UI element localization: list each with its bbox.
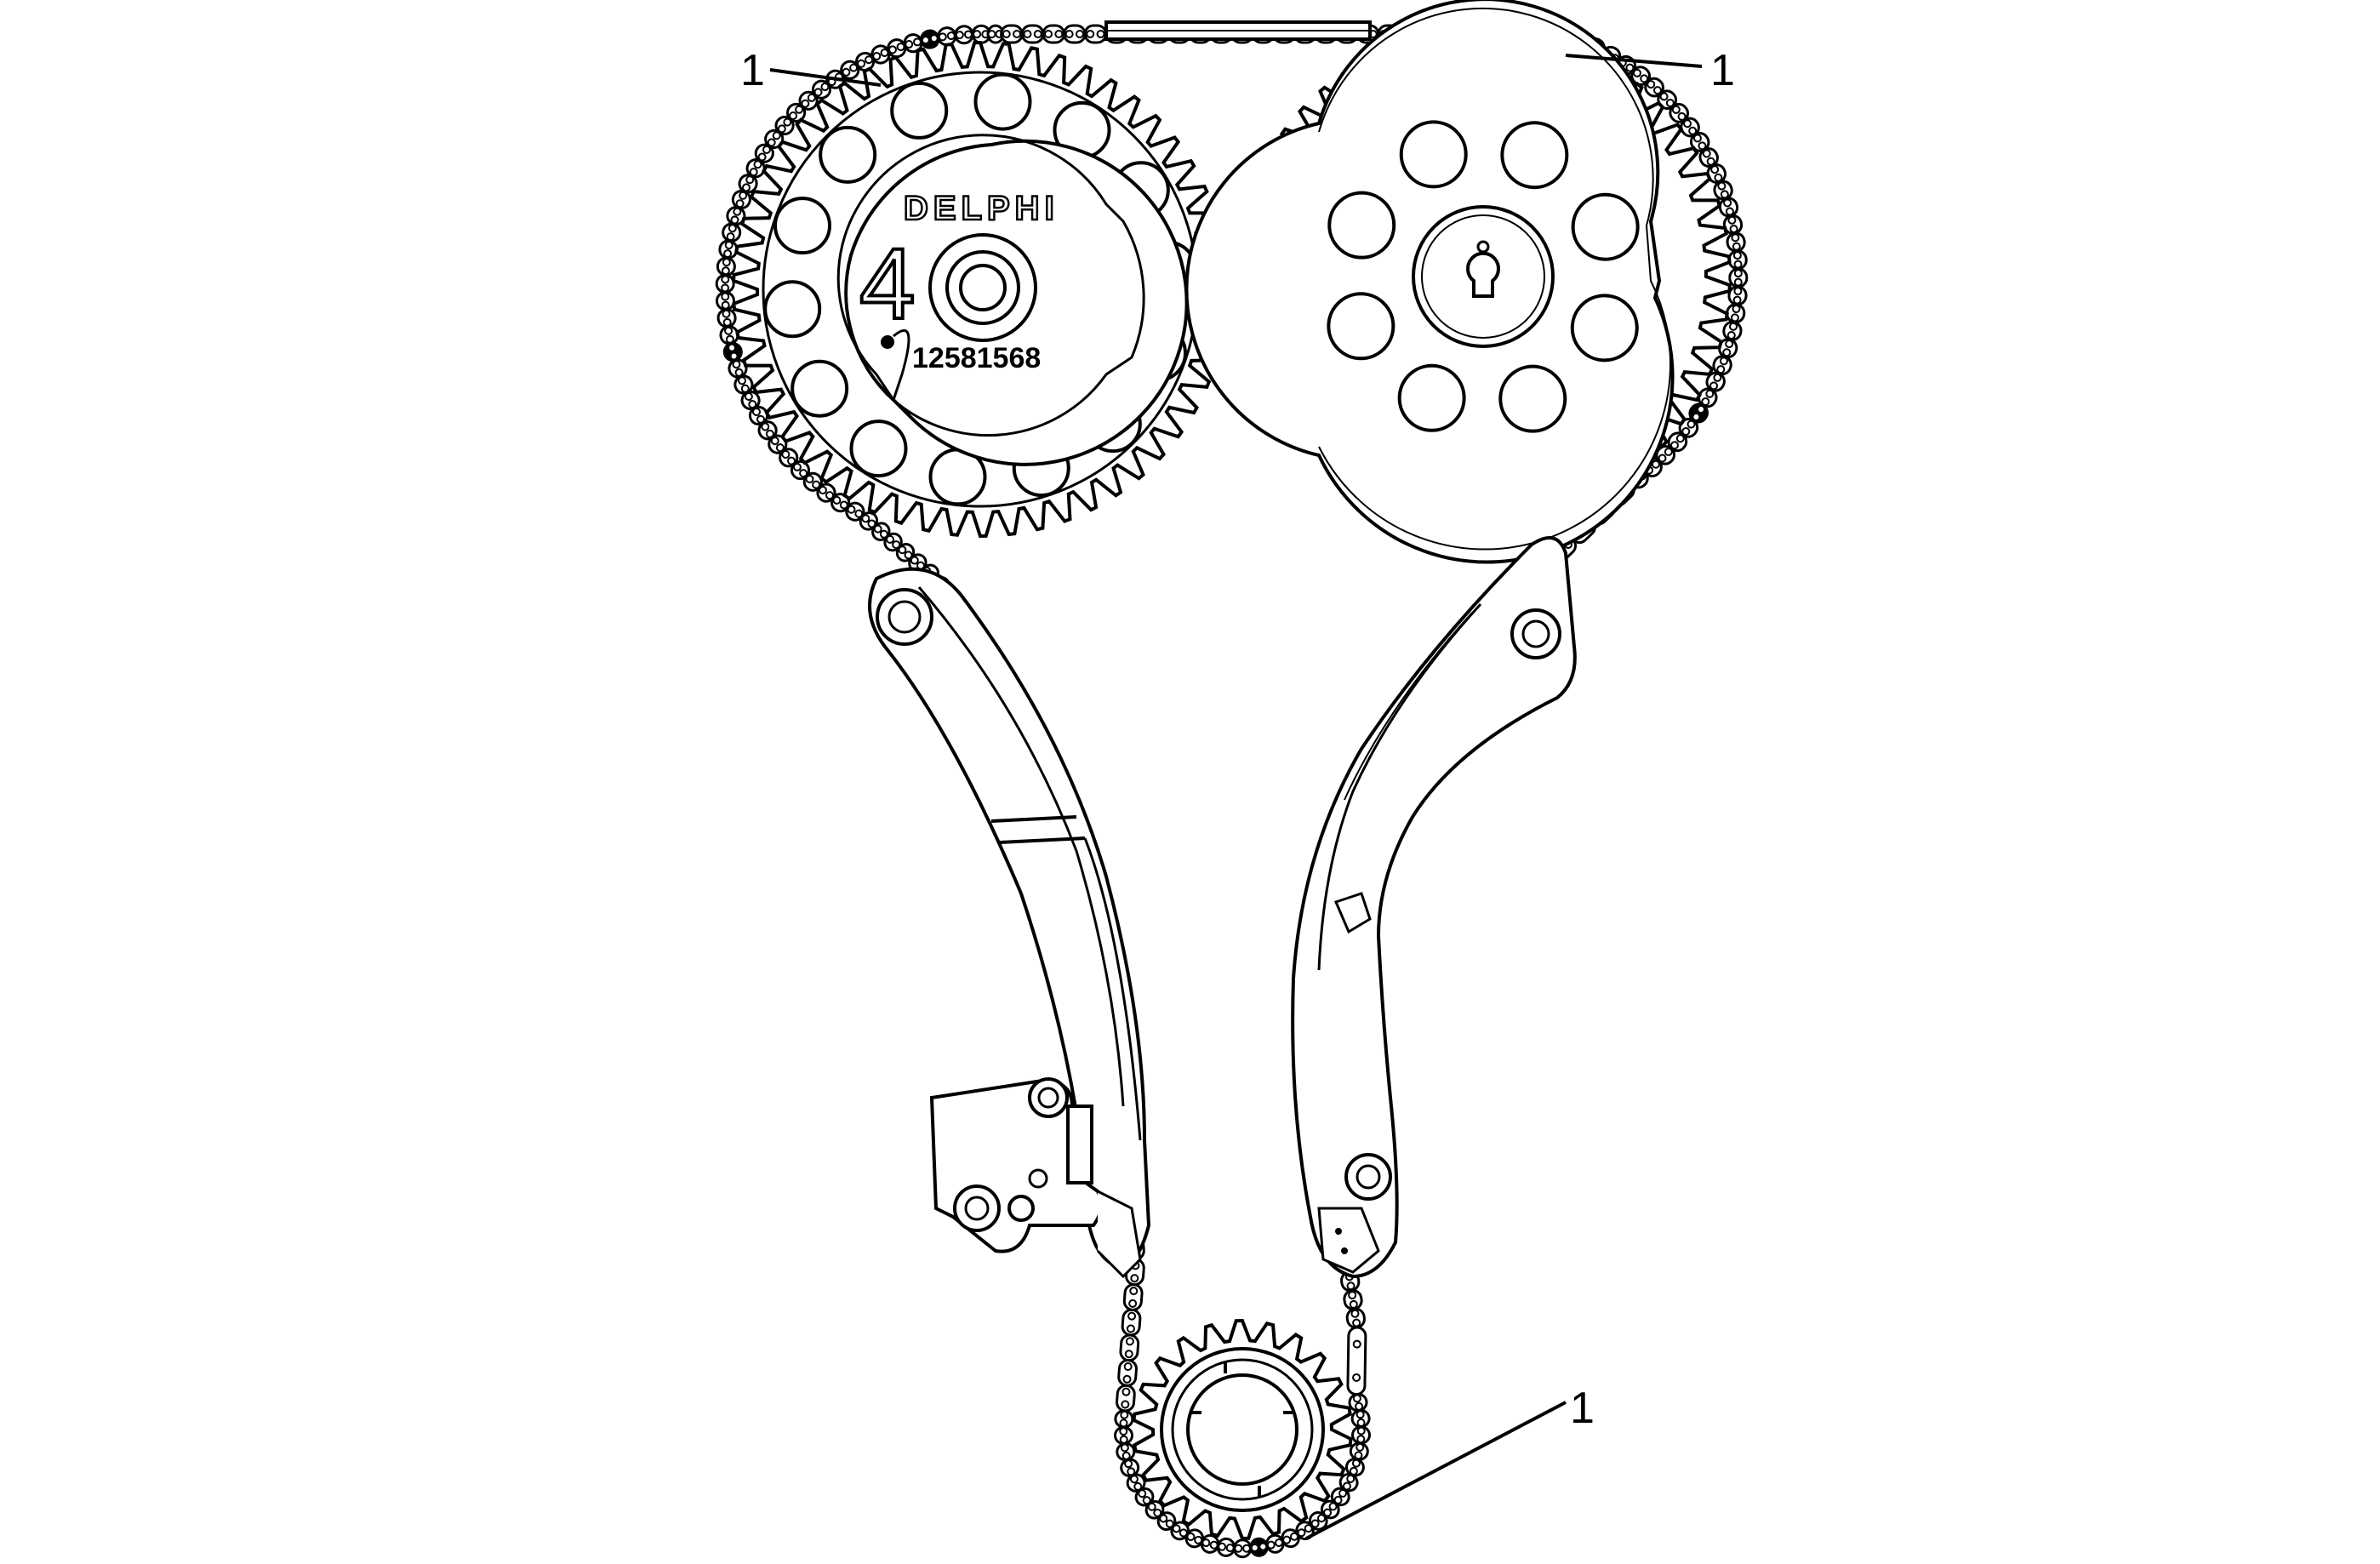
chain-link [738, 174, 758, 194]
lightening-hole [1399, 120, 1468, 189]
lightening-hole [763, 280, 822, 339]
fixed-chain-guide [1291, 536, 1577, 1279]
chain-link [1144, 1499, 1165, 1520]
lightening-hole [890, 81, 949, 140]
chain-link [716, 308, 737, 328]
lightening-hole [773, 197, 832, 255]
chain-link [715, 273, 735, 294]
chain-link [870, 44, 891, 65]
chain-link [1083, 24, 1108, 44]
chain-link [1121, 1308, 1142, 1337]
chain-link [779, 448, 799, 468]
chain-link [1726, 231, 1746, 253]
chain-link [1119, 1333, 1140, 1362]
chain-link [1122, 1283, 1144, 1311]
intake-sprocket-part-number: 12581568 [912, 342, 1041, 374]
exhaust-sprocket-lightening-holes [1327, 120, 1640, 433]
chain-link [1346, 1326, 1367, 1396]
chain-link [1722, 320, 1743, 341]
chain-link [802, 471, 823, 492]
chain-link [715, 290, 736, 311]
chain-link [1114, 1409, 1134, 1429]
chain-link [1350, 1408, 1371, 1429]
chain-link [883, 532, 903, 552]
chain-link [1116, 1384, 1136, 1413]
exhaust-sprocket-keyway [1466, 251, 1500, 298]
lightening-hole [1327, 191, 1396, 260]
chain-link [1020, 24, 1045, 44]
marked-chain-link [1249, 1537, 1269, 1557]
chain-link [1712, 355, 1732, 376]
lightening-hole [1571, 192, 1640, 261]
chain-link [798, 90, 819, 111]
chain-link [748, 405, 769, 426]
chain-link [1062, 24, 1087, 44]
callout-bottom: 1 [1570, 1384, 1595, 1433]
chain-tensioner [929, 1077, 1142, 1279]
chain-link [1233, 1538, 1253, 1559]
chain-link [716, 256, 736, 277]
chain-link [1343, 1289, 1363, 1310]
lightening-hole [1397, 363, 1466, 432]
callout-top-right: 1 [1710, 46, 1735, 95]
intake-sprocket-number: 4 [859, 228, 916, 340]
intake-sprocket-brand: DELPHI [904, 190, 1059, 227]
lightening-hole [790, 359, 849, 418]
chain-link [1345, 1307, 1366, 1329]
chain-link [745, 158, 766, 179]
chain-link [1117, 1359, 1138, 1387]
chain-link [1349, 1441, 1369, 1461]
chain-link [1728, 267, 1749, 288]
lightening-hole [819, 125, 877, 184]
exhaust-camshaft-sprocket [1184, 0, 1732, 564]
chain-link [1705, 371, 1726, 392]
chain-link [1727, 249, 1748, 271]
chain-link [1156, 1511, 1177, 1531]
chain-link [757, 420, 778, 441]
lightening-hole [1570, 294, 1639, 362]
chain-link [1042, 24, 1066, 44]
crankshaft-sprocket [1132, 1318, 1353, 1541]
chain-link [1216, 1537, 1236, 1557]
chain-link [1657, 89, 1678, 111]
chain-link [718, 239, 739, 260]
callout-leaders [769, 54, 1703, 1540]
chain-link [1114, 1425, 1133, 1446]
upper-chain-guide [1104, 20, 1372, 41]
chain-link [1126, 1473, 1146, 1493]
marked-chain-link [722, 341, 743, 362]
chain-link [1351, 1425, 1371, 1445]
lightening-hole [1327, 292, 1395, 361]
chain-link [790, 459, 811, 481]
chain-link [1000, 24, 1024, 44]
chain-link [1689, 131, 1710, 152]
lightening-hole [1500, 121, 1569, 190]
chain-link [1281, 1528, 1300, 1549]
lightening-hole [973, 72, 1032, 131]
lightening-hole [1498, 364, 1567, 433]
marked-chain-link [920, 29, 940, 49]
chain-link [1644, 77, 1664, 98]
chain-link [1667, 431, 1688, 453]
chain-link [1134, 1487, 1155, 1507]
callout-top-left: 1 [740, 46, 765, 95]
lightening-hole [849, 420, 908, 478]
chain-link [903, 33, 923, 54]
intake-camshaft-sprocket: DELPHI 4 12581568 [732, 40, 1229, 539]
chain-link [859, 511, 879, 531]
chain-link [954, 25, 974, 45]
chain-link [937, 26, 957, 47]
chain-link [731, 189, 751, 210]
chain-link [840, 60, 860, 80]
chain-link [895, 543, 916, 562]
